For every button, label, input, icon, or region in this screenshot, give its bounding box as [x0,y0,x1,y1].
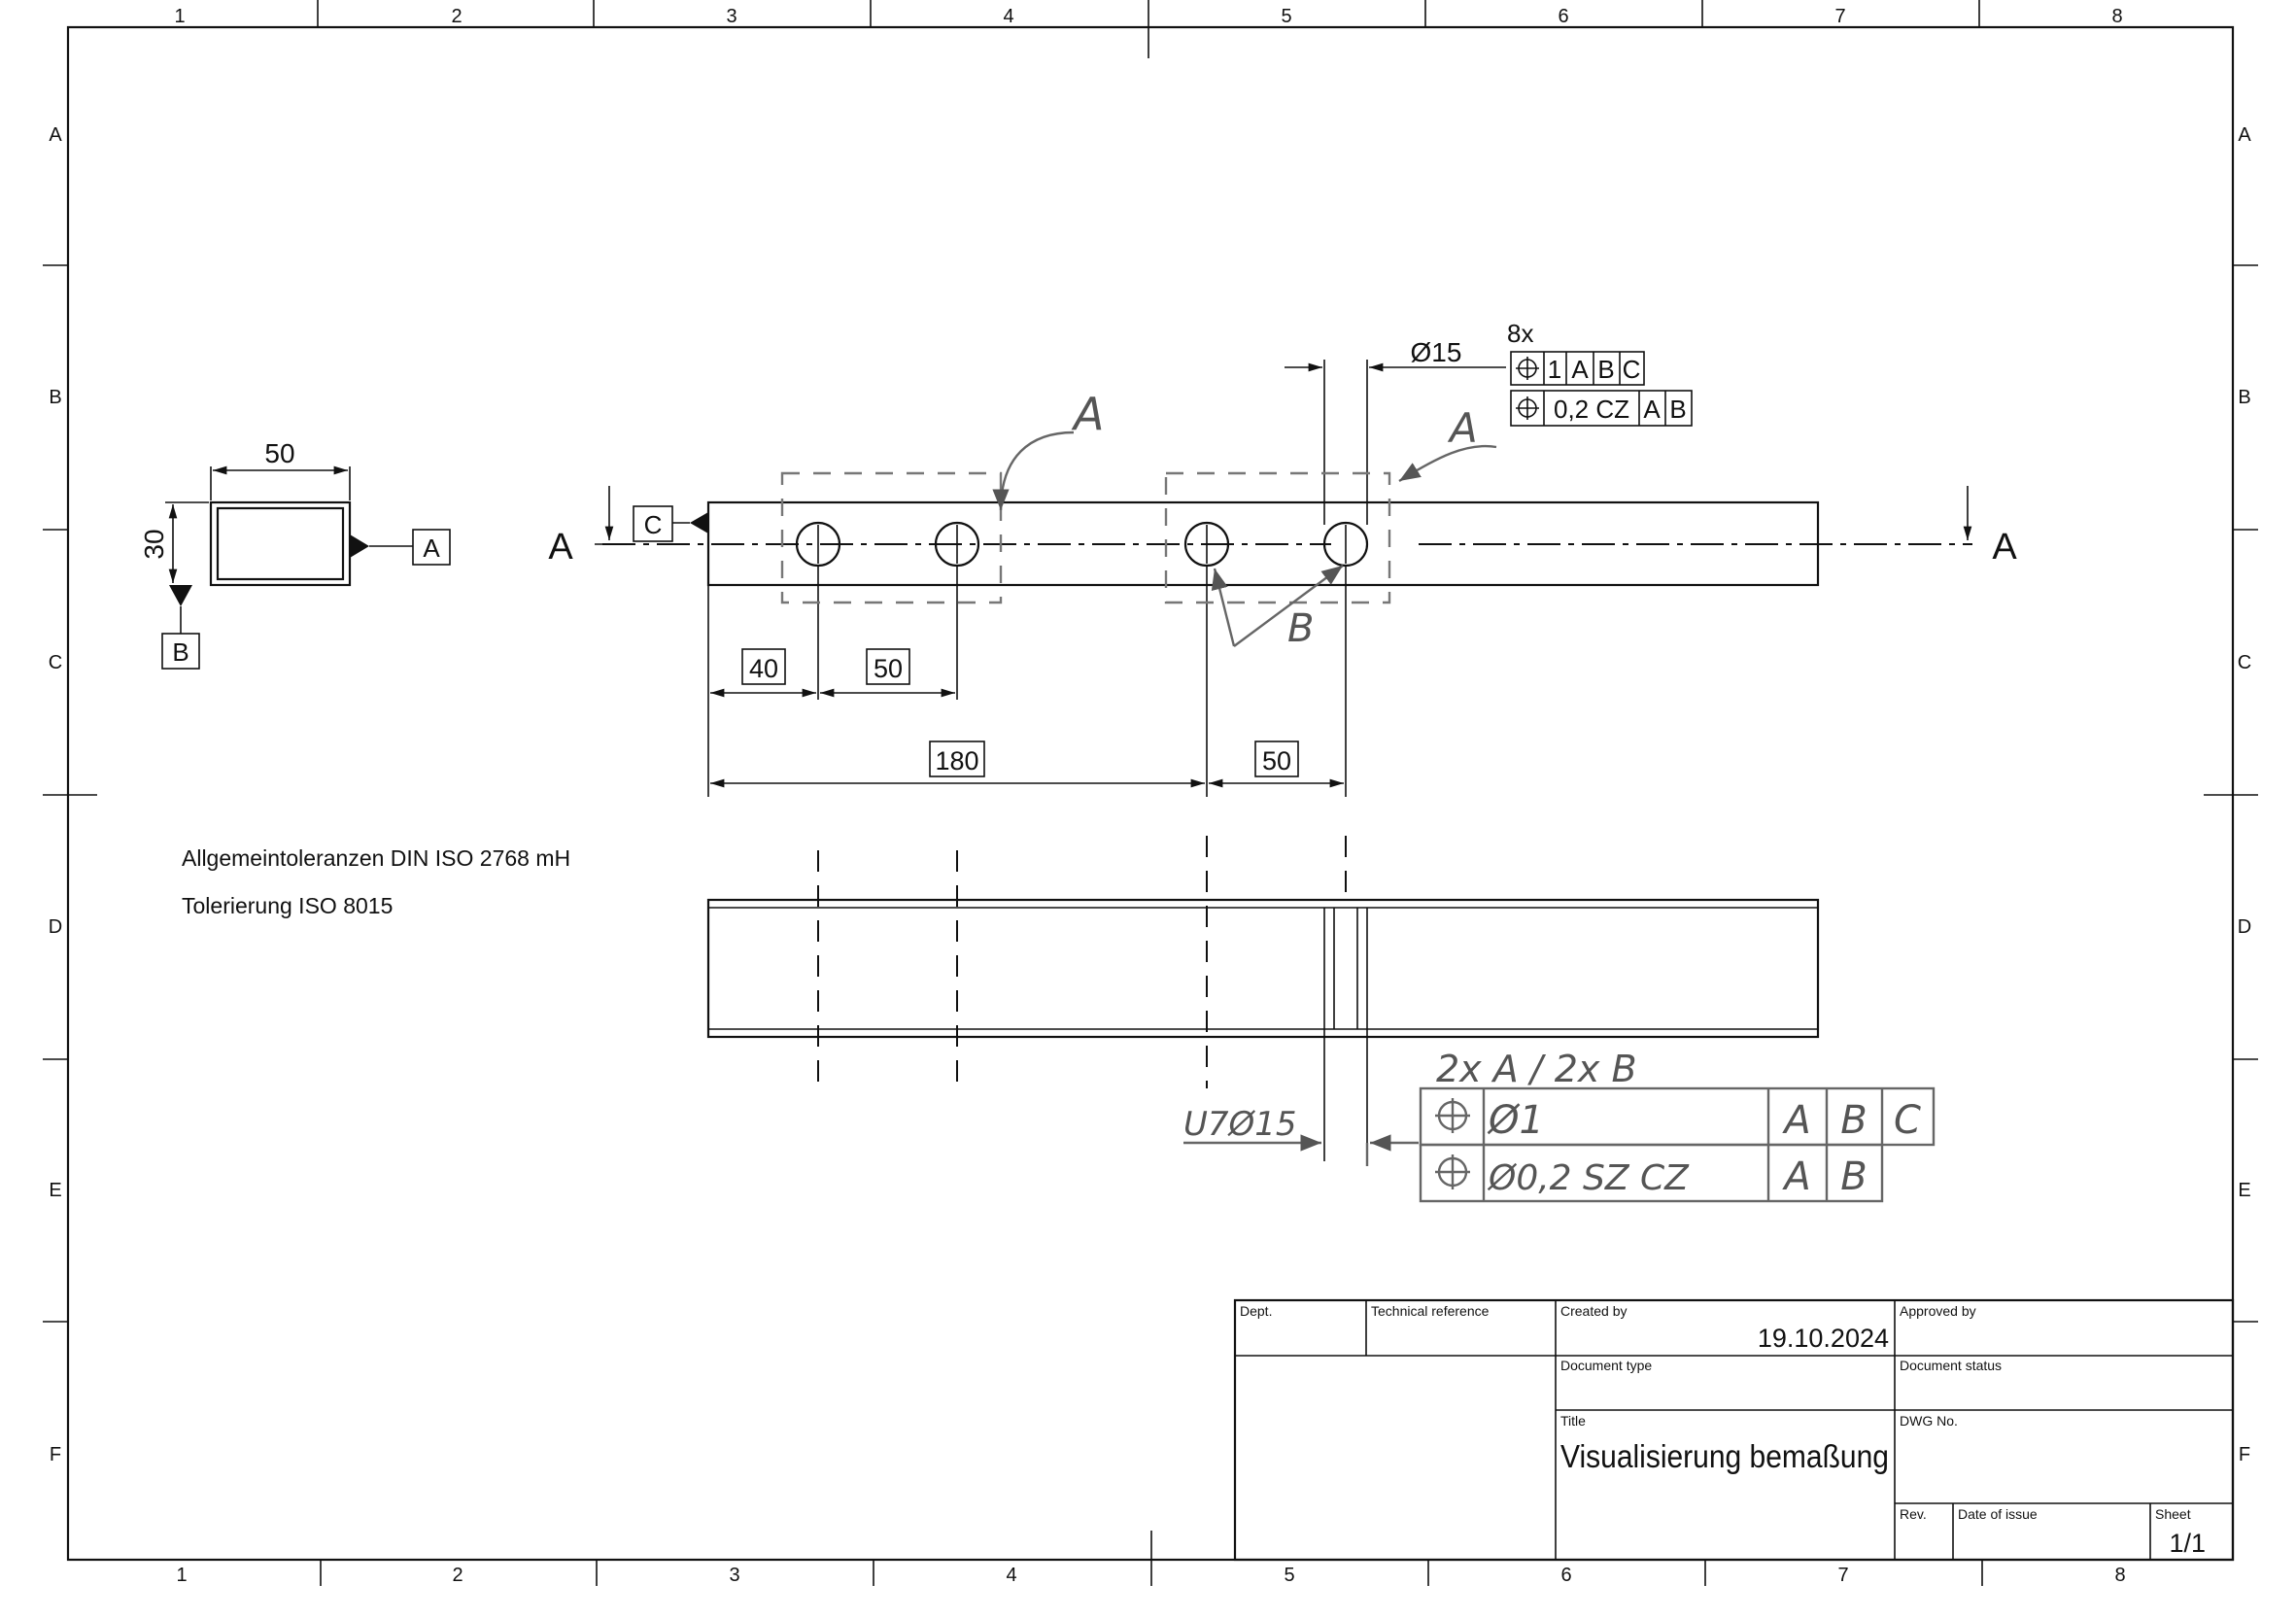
zone-row-right-A: A [2238,124,2251,146]
fcf-row1-datum-2: B [1597,355,1614,384]
zone-row-right-F: F [2239,1444,2250,1465]
zone-row-left-D: D [49,916,62,938]
zone-row-right-C: C [2238,652,2251,673]
created-by-label: Created by [1560,1303,1627,1319]
technical-reference-label: Technical reference [1371,1303,1490,1319]
zone-column-top-6: 6 [1558,6,1568,27]
zone-column-top-4: 4 [1003,6,1013,27]
created-date: 19.10.2024 [1758,1324,1889,1353]
zone-column-bottom-3: 3 [729,1565,739,1586]
hand-row2-datum-1: A [1781,1154,1810,1199]
datum-a-label: A [423,534,440,563]
approved-by-label: Approved by [1900,1303,1976,1319]
zone-row-left-F: F [50,1444,61,1465]
hand-annotations: A A B 2x A / 2x B U7Ø15 Ø1 A B C Ø0,2 SZ… [780,388,1936,1203]
zone-column-bottom-1: 1 [176,1565,187,1586]
hand-label-a-2: A [1447,404,1478,452]
side-height-dimension: 30 [139,529,169,559]
fcf-row1-datum-3: C [1623,355,1641,384]
zone-column-bottom-5: 5 [1284,1565,1294,1586]
hole-diameter-dimension: Ø15 [1411,337,1462,367]
sheet-label: Sheet [2155,1506,2191,1522]
zone-column-top-1: 1 [174,6,185,27]
section-label-left: A [548,527,573,568]
zone-row-left-A: A [49,124,62,146]
zone-column-bottom-4: 4 [1006,1565,1016,1586]
position-icon [1516,357,1539,420]
feature-control-frame [1510,351,1693,427]
hand-row2-datum-2: B [1840,1154,1867,1199]
document-type-label: Document type [1560,1358,1652,1373]
side-width-dimension: 50 [264,438,294,468]
tolerancing-standard-note: Tolerierung ISO 8015 [182,893,393,918]
zone-column-bottom-8: 8 [2114,1565,2125,1586]
hand-row2-tolerance: Ø0,2 SZ CZ [1487,1158,1690,1198]
hand-hole-note: U7Ø15 [1183,1105,1297,1144]
datum-c-label: C [644,510,663,539]
zone-column-bottom-2: 2 [452,1565,463,1586]
dept-label: Dept. [1240,1303,1272,1319]
title-label: Title [1560,1413,1586,1429]
revision-label: Rev. [1900,1506,1927,1522]
general-tolerance-note: Allgemeintoleranzen DIN ISO 2768 mH [182,845,570,871]
dim-50-spacing: 50 [874,654,903,683]
zone-row-right-D: D [2238,916,2251,938]
fcf-row2-datum-2: B [1669,395,1686,424]
hand-row1-datum-2: B [1840,1098,1867,1143]
zone-column-bottom-7: 7 [1837,1565,1848,1586]
datum-b-label: B [172,637,188,667]
hand-label-b: B [1287,606,1314,651]
zone-row-right-E: E [2238,1180,2250,1201]
drawing-title: Visualisierung bemaßung [1560,1438,1889,1474]
fcf-row2-datum-1: A [1643,395,1661,424]
fcf-row1-datum-1: A [1571,355,1589,384]
zone-row-right-B: B [2238,387,2250,408]
fcf-row2-tolerance: 0,2 CZ [1554,395,1629,424]
document-status-label: Document status [1900,1358,2002,1373]
hand-row1-datum-1: A [1781,1098,1810,1143]
zone-column-top-2: 2 [451,6,462,27]
fcf-row1-tolerance: 1 [1548,355,1561,384]
date-of-issue-label: Date of issue [1958,1506,2038,1522]
dim-50-pitch: 50 [1262,746,1291,775]
section-label-right: A [1992,527,2017,568]
title-block: Dept. Technical reference Created by 19.… [1233,1298,2235,1562]
hand-label-a-1: A [1071,388,1104,440]
zone-row-left-B: B [49,387,61,408]
zone-column-top-5: 5 [1281,6,1291,27]
dim-40: 40 [749,654,778,683]
sheet-number: 1/1 [2169,1529,2206,1558]
front-view: A A C 40 50 180 50 Ø15 [548,319,2017,797]
side-view: 50 30 A B [139,438,451,670]
section-view [706,836,1820,1161]
zone-row-left-E: E [49,1180,61,1201]
hand-row1-tolerance: Ø1 [1487,1098,1544,1143]
zone-column-top-3: 3 [726,6,737,27]
hand-row1-datum-3: C [1894,1098,1921,1143]
zone-row-left-C: C [49,652,62,673]
dwg-number-label: DWG No. [1900,1413,1958,1429]
hand-count: 2x A / 2x B [1436,1048,1637,1090]
zone-column-bottom-6: 6 [1560,1565,1571,1586]
dim-180: 180 [935,746,978,775]
fcf-count: 8x [1507,319,1533,348]
zone-column-top-8: 8 [2111,6,2122,27]
zone-column-top-7: 7 [1834,6,1845,27]
drawing-frame [43,0,2258,1586]
